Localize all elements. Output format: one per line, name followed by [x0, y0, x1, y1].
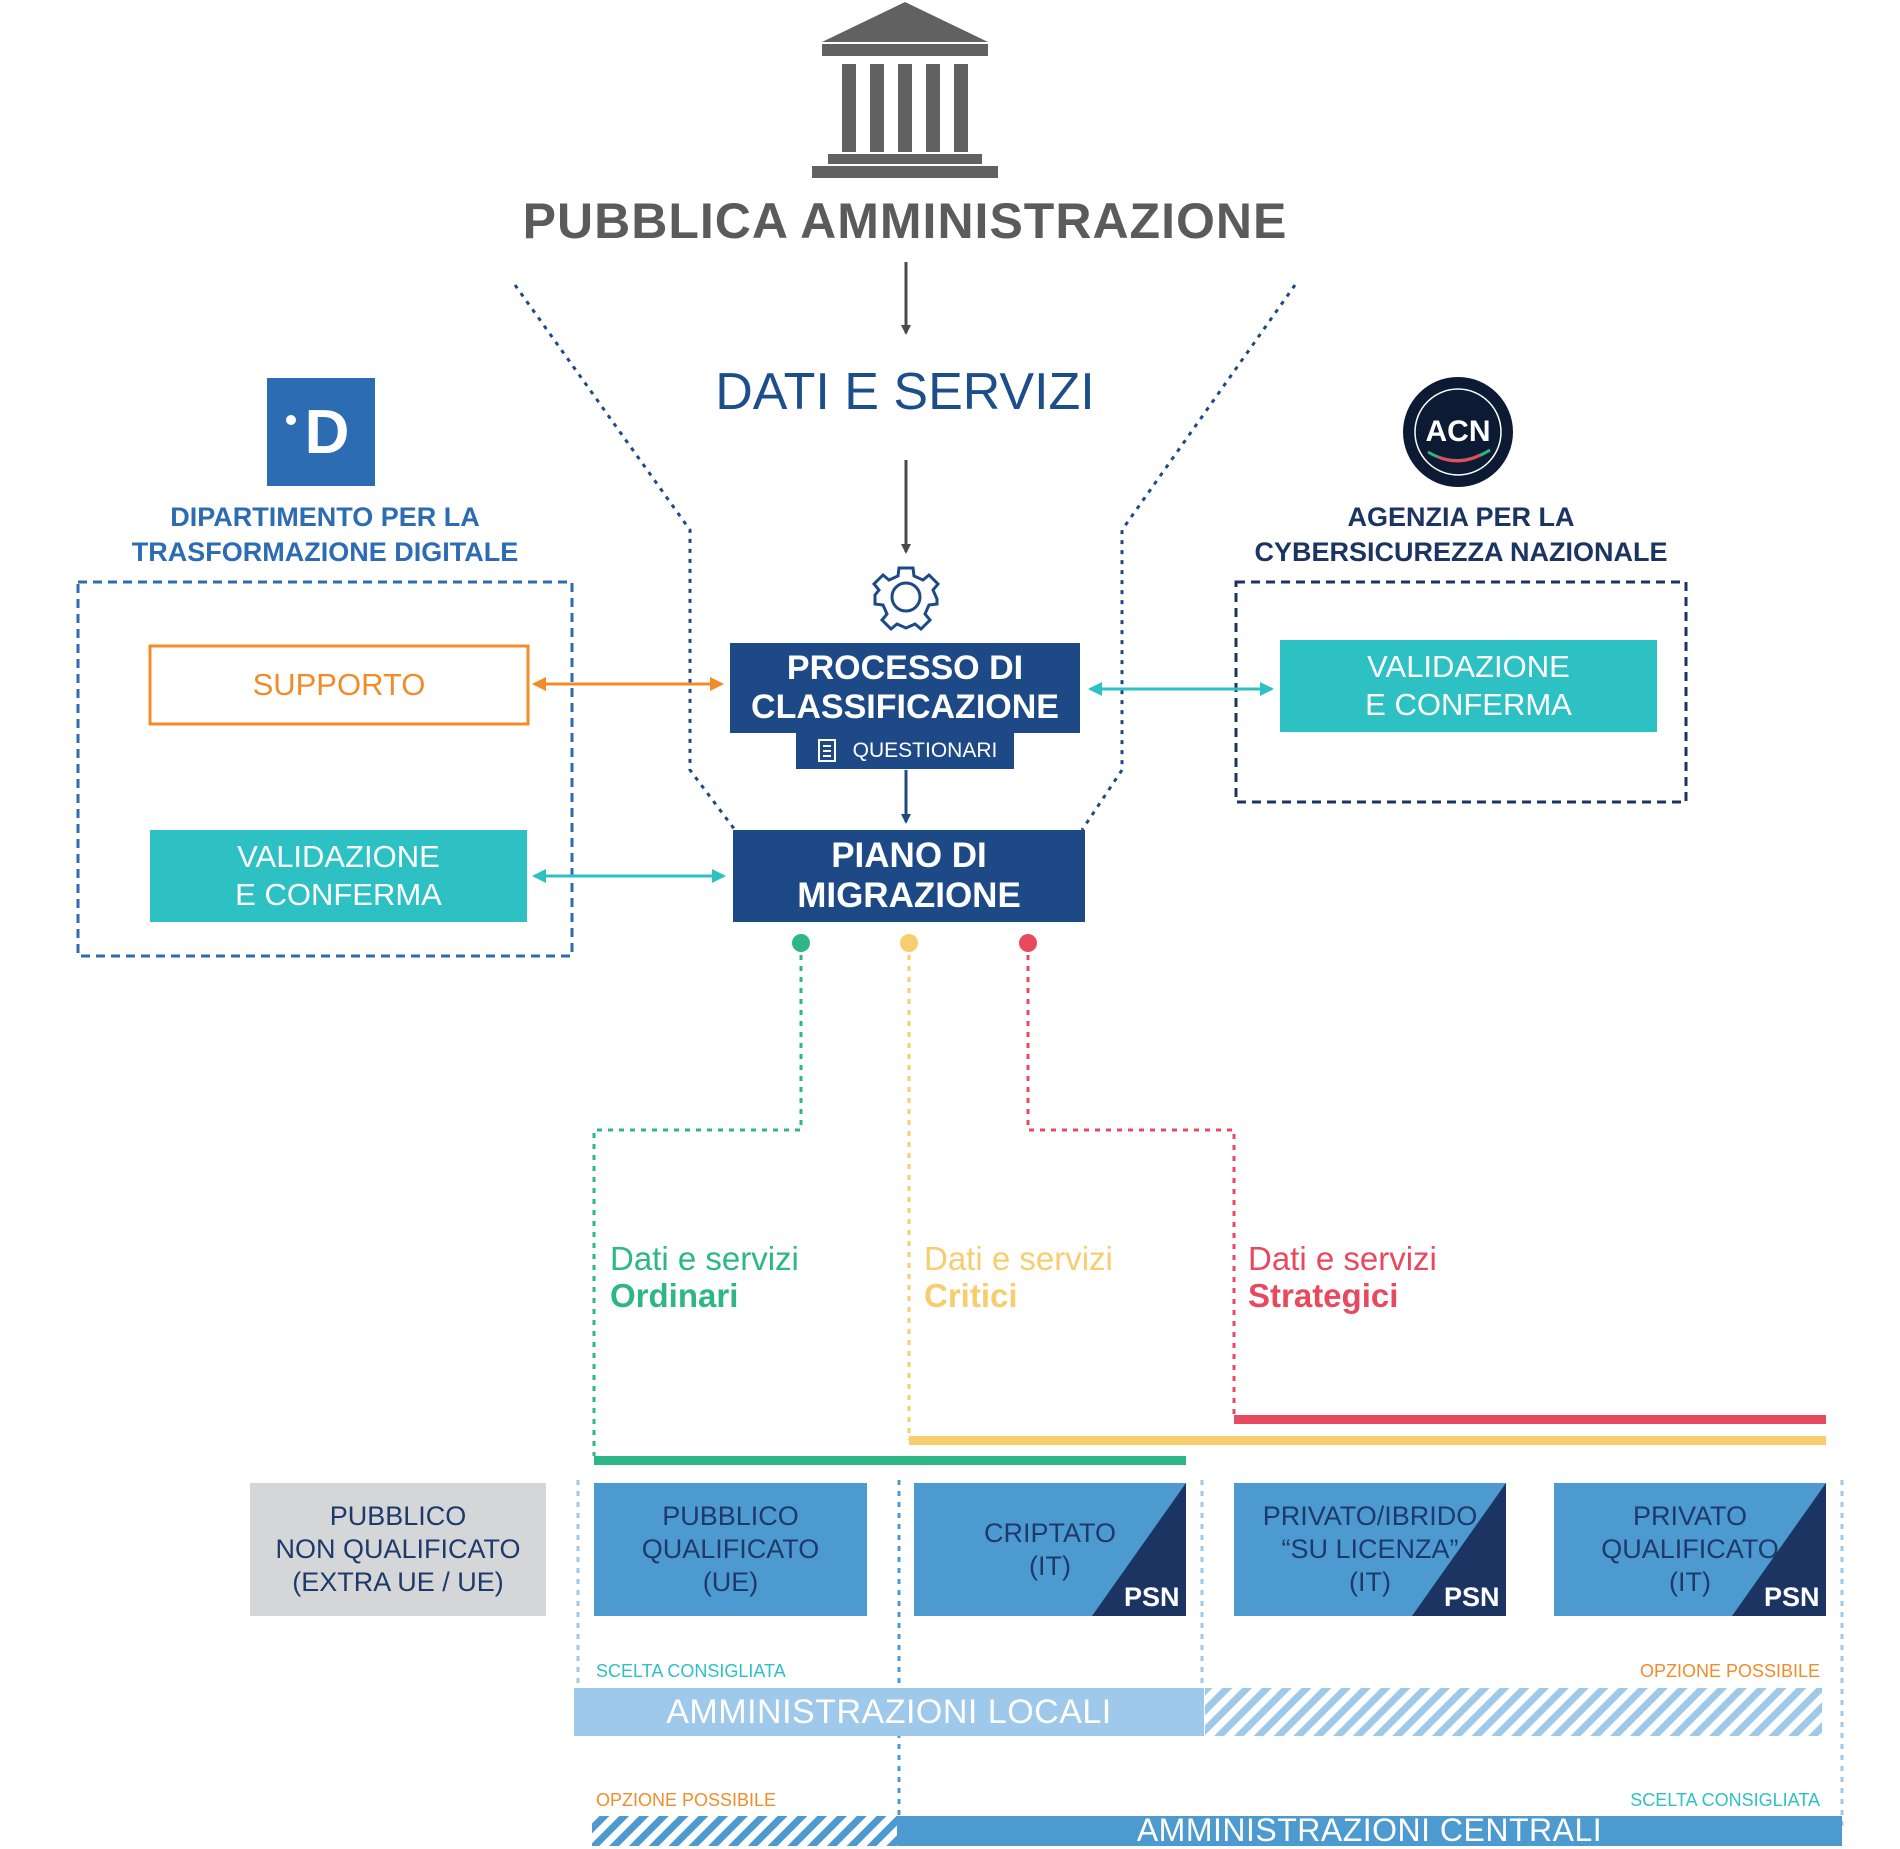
category-strategici-name: Strategici — [1248, 1277, 1399, 1314]
plan-line1: PIANO DI — [831, 836, 987, 875]
tier-encrypted-line2: (IT) — [1029, 1550, 1071, 1581]
connector-strategici — [1026, 955, 1236, 1420]
page-title: PUBBLICA AMMINISTRAZIONE — [522, 193, 1288, 249]
psn-corner-private-qualified — [1732, 1483, 1826, 1616]
dot-strategici — [1019, 934, 1037, 952]
psn-corner-private-hybrid — [1412, 1483, 1506, 1616]
building-icon — [812, 2, 998, 178]
left-validation-label: VALIDAZIONE E CONFERMA — [150, 830, 527, 922]
right-validation-line1: VALIDAZIONE — [1367, 649, 1570, 684]
tier-encrypted-label: CRIPTATO (IT) — [914, 1483, 1186, 1616]
tier-private-hybrid-line3: (IT) — [1349, 1567, 1391, 1597]
tier-private-hybrid-label: PRIVATO/IBRIDO “SU LICENZA” (IT) — [1234, 1483, 1506, 1616]
tier-public-unqualified-line3: (EXTRA UE / UE) — [292, 1567, 504, 1597]
dtd-logo-dot — [286, 415, 296, 425]
right-validation-line2: E CONFERMA — [1365, 687, 1572, 722]
bar-strategici — [1234, 1415, 1826, 1424]
tier-private-qualified-line1: PRIVATO — [1632, 1501, 1748, 1531]
tier-private-qualified-line3: (IT) — [1669, 1567, 1711, 1597]
tier-public-unqualified-line1: PUBBLICO — [329, 1501, 467, 1531]
process-line1: PROCESSO DI — [786, 649, 1024, 687]
dati-servizi-label: DATI E SERVIZI — [715, 363, 1095, 421]
band-central-hatched — [592, 1816, 897, 1846]
local-possible-label: OPZIONE POSSIBILE — [1639, 1661, 1820, 1681]
right-validation-label: VALIDAZIONE E CONFERMA — [1280, 640, 1657, 732]
psn-label-private-hybrid: PSN — [1444, 1582, 1500, 1612]
category-ordinari-prefix: Dati e servizi — [610, 1240, 799, 1277]
tier-private-qualified-line2: QUALIFICATO — [1601, 1534, 1779, 1564]
tier-public-qualified-line1: PUBBLICO — [662, 1501, 799, 1531]
process-line2: CLASSIFICAZIONE — [751, 688, 1059, 726]
right-org-name-line2: CYBERSICUREZZA NAZIONALE — [1254, 537, 1668, 567]
left-org-name: DIPARTIMENTO PER LA TRASFORMAZIONE DIGIT… — [100, 500, 550, 570]
acn-logo-text: ACN — [1425, 415, 1491, 448]
left-validation-line2: E CONFERMA — [235, 877, 442, 912]
left-validation-line1: VALIDAZIONE — [237, 839, 440, 874]
plan-line2: MIGRAZIONE — [797, 876, 1021, 915]
left-org-name-line2: TRASFORMAZIONE DIGITALE — [131, 537, 519, 567]
local-band-label: AMMINISTRAZIONI LOCALI — [666, 1692, 1112, 1731]
psn-label-encrypted: PSN — [1124, 1582, 1180, 1612]
document-icon — [818, 739, 836, 762]
central-possible-label: OPZIONE POSSIBILE — [596, 1790, 777, 1810]
left-validation-box — [150, 830, 527, 922]
support-box — [148, 644, 530, 726]
psn-label-private-qualified: PSN — [1764, 1582, 1820, 1612]
funnel-left-line — [513, 284, 737, 831]
tier-public-unqualified-label: PUBBLICO NON QUALIFICATO (EXTRA UE / UE) — [250, 1483, 546, 1616]
band-central — [897, 1816, 1842, 1846]
process-box — [730, 643, 1080, 733]
process-label: PROCESSO DI CLASSIFICAZIONE — [730, 643, 1080, 733]
right-org-name-line1: AGENZIA PER LA — [1347, 502, 1575, 532]
dot-ordinari — [792, 934, 810, 952]
tier-public-qualified-line2: QUALIFICATO — [641, 1534, 820, 1564]
left-org-name-line1: DIPARTIMENTO PER LA — [170, 502, 480, 532]
plan-box — [733, 830, 1085, 922]
dtd-logo — [267, 378, 375, 486]
tier-public-qualified — [594, 1483, 867, 1616]
tier-public-unqualified-line2: NON QUALIFICATO — [275, 1534, 521, 1564]
category-critici-name: Critici — [924, 1277, 1018, 1314]
bar-critici — [909, 1436, 1826, 1445]
category-ordinari: Dati e servizi Ordinari — [610, 1240, 890, 1314]
right-validation-box — [1280, 640, 1657, 732]
plan-label: PIANO DI MIGRAZIONE — [733, 830, 1085, 922]
bar-ordinari — [594, 1456, 1186, 1465]
category-ordinari-name: Ordinari — [610, 1277, 739, 1314]
central-recommended-label: SCELTA CONSIGLIATA — [1630, 1790, 1820, 1810]
category-critici: Dati e servizi Critici — [924, 1240, 1204, 1314]
support-label: SUPPORTO — [252, 667, 426, 702]
questionnaire-label: QUESTIONARI — [852, 739, 998, 762]
tier-private-hybrid-line2: “SU LICENZA” — [1281, 1534, 1459, 1564]
acn-logo — [1403, 377, 1513, 487]
tier-encrypted-line1: CRIPTATO — [983, 1517, 1116, 1548]
psn-corner-encrypted — [1092, 1483, 1186, 1616]
category-strategici-prefix: Dati e servizi — [1248, 1240, 1437, 1277]
right-org-name: AGENZIA PER LA CYBERSICUREZZA NAZIONALE — [1230, 500, 1692, 570]
gear-icon — [871, 566, 941, 632]
band-local — [574, 1688, 1204, 1736]
tier-private-hybrid-line1: PRIVATO/IBRIDO — [1262, 1501, 1478, 1531]
left-org-container — [76, 580, 574, 958]
tier-public-qualified-label: PUBBLICO QUALIFICATO (UE) — [594, 1483, 867, 1616]
central-band-label: AMMINISTRAZIONI CENTRALI — [1136, 1811, 1603, 1848]
tier-public-unqualified — [250, 1483, 546, 1616]
dtd-logo-letter: D — [304, 397, 350, 467]
tier-private-qualified-label: PRIVATO QUALIFICATO (IT) — [1554, 1483, 1826, 1616]
dot-critici — [900, 934, 918, 952]
connector-ordinari — [592, 955, 803, 1456]
band-local-hatched — [1205, 1688, 1822, 1736]
tier-public-qualified-line3: (UE) — [702, 1567, 759, 1597]
category-strategici: Dati e servizi Strategici — [1248, 1240, 1528, 1314]
local-recommended-label: SCELTA CONSIGLIATA — [596, 1661, 786, 1681]
category-critici-prefix: Dati e servizi — [924, 1240, 1113, 1277]
